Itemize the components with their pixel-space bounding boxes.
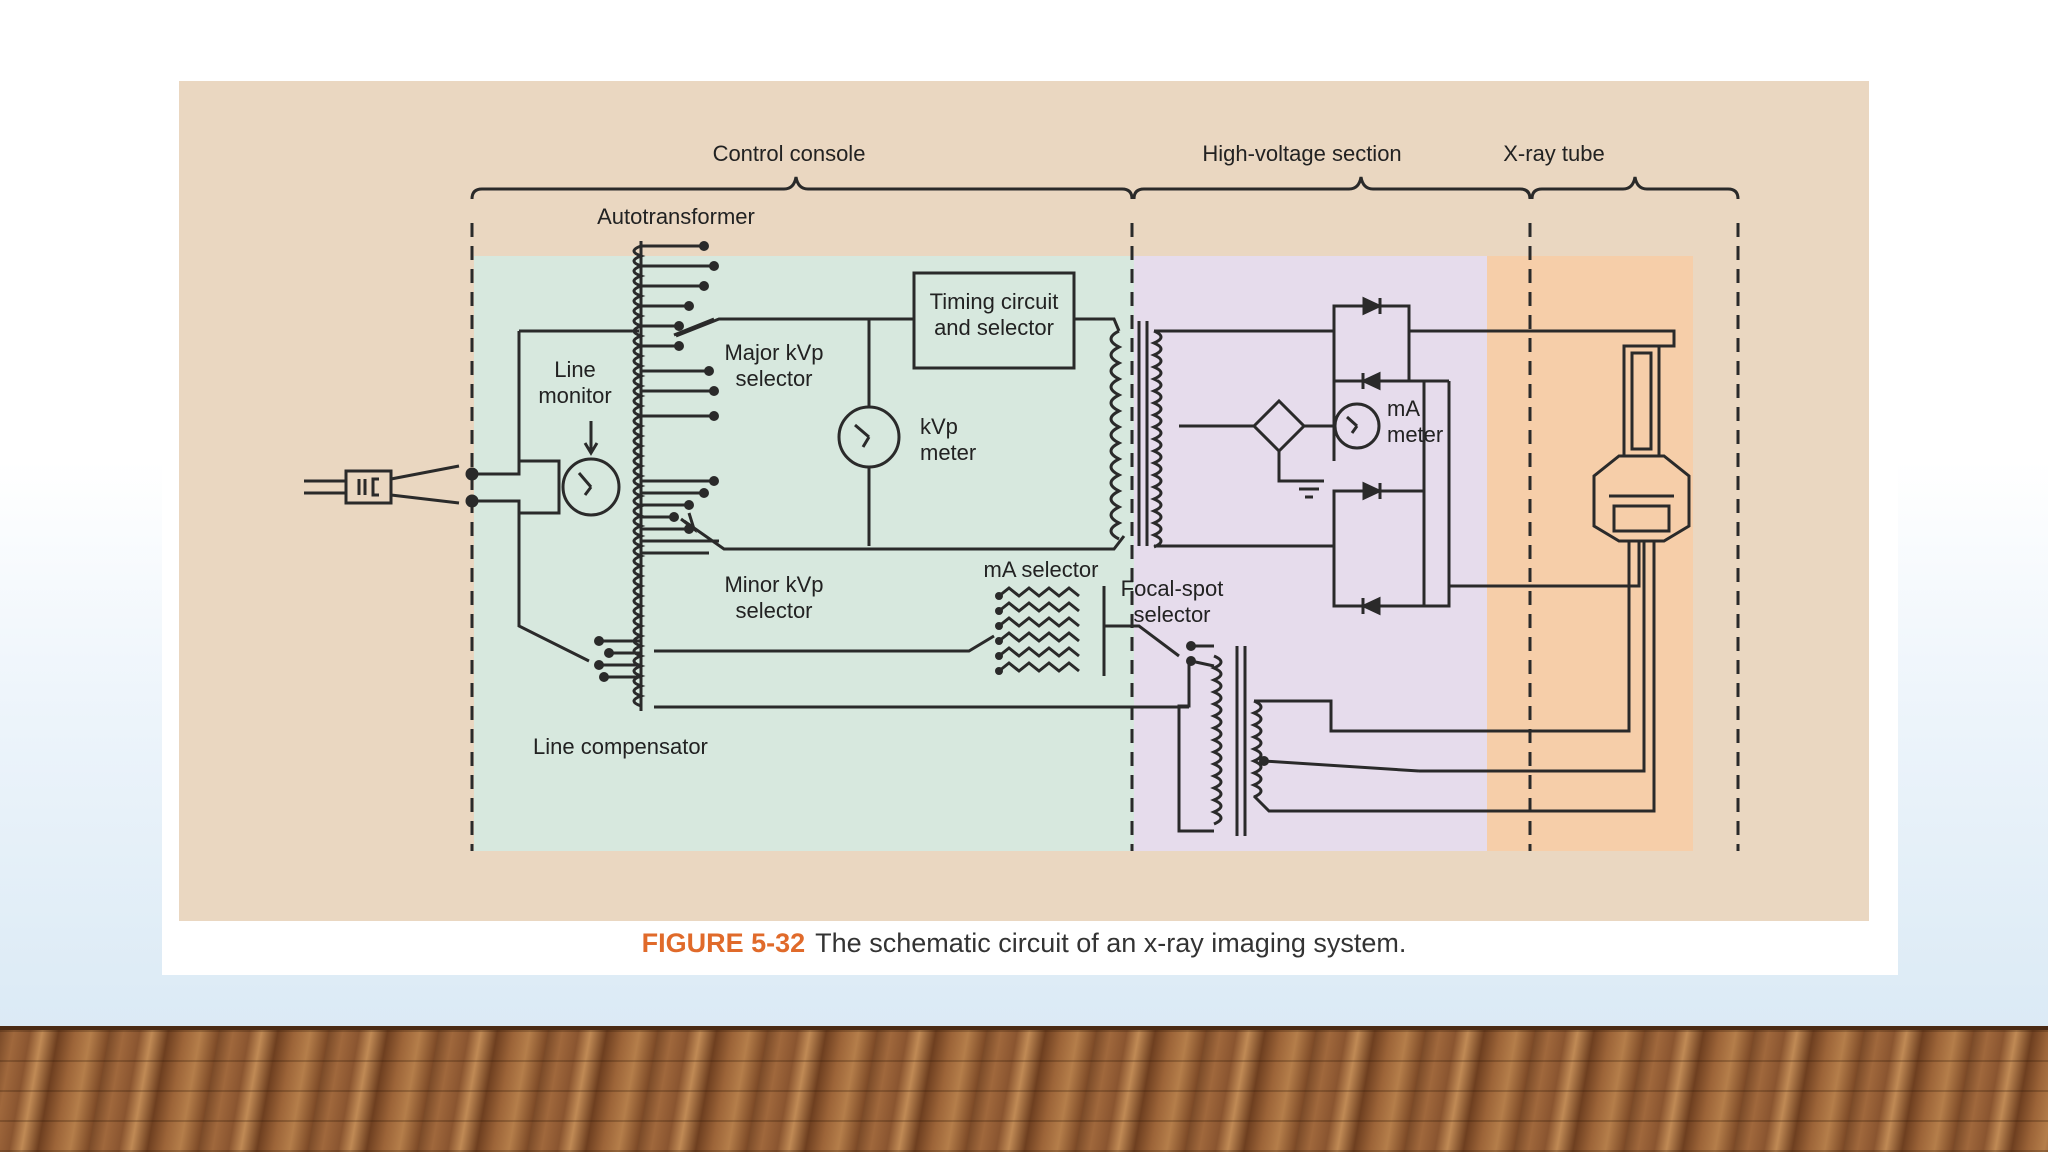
label-line-monitor-line1: Line [554,357,596,382]
autotransformer-coil-icon [632,241,646,711]
brace-xray-tube [1530,176,1740,200]
section-label-high-voltage: High-voltage section [1202,141,1401,166]
wooden-floor-background [0,1030,2048,1152]
plug-icon [304,464,460,505]
hv-primary-coil-icon [1109,321,1163,549]
line-compensator-taps [599,639,641,679]
label-timing-line1: Timing circuit [930,289,1059,314]
xray-circuit-diagram: Control console High-voltage section X-r… [179,81,1869,921]
high-voltage-region [1134,256,1487,851]
brace-high-voltage [1132,176,1532,200]
label-ma-meter-line2: meter [1387,422,1443,447]
ground-icon [1294,479,1324,499]
label-major-kvp-line2: selector [735,366,812,391]
label-line-monitor-line2: monitor [538,383,611,408]
ma-selector-resistors [998,586,1106,676]
major-kvp-taps [641,244,714,418]
label-ma-selector: mA selector [984,557,1099,582]
label-major-kvp-line1: Major kVp [724,340,823,365]
label-timing-line2: and selector [934,315,1054,340]
section-label-xray-tube: X-ray tube [1503,141,1605,166]
label-autotransformer: Autotransformer [597,204,755,229]
label-focal-spot-line1: Focal-spot [1121,576,1224,601]
diode-icon [1360,296,1383,616]
section-dividers [470,223,1740,851]
label-kvp-meter-line1: kVp [920,414,958,439]
minor-kvp-taps [641,479,719,555]
brace-control-console [470,176,1134,200]
timing-circuit-box [912,271,1076,370]
label-ma-meter-line1: mA [1387,396,1420,421]
label-minor-kvp-line2: selector [735,598,812,623]
label-minor-kvp-line1: Minor kVp [724,572,823,597]
label-line-compensator: Line compensator [533,734,708,759]
figure-caption-text: The schematic circuit of an x-ray imagin… [815,928,1407,958]
xray-tube-icon [1592,344,1691,543]
contact-dots [594,241,1269,766]
label-kvp-meter-line2: meter [920,440,976,465]
filament-transformer-icon [1210,646,1263,836]
section-label-control-console: Control console [713,141,866,166]
floor-edge [0,1026,2048,1032]
label-focal-spot-line2: selector [1133,602,1210,627]
figure-number: FIGURE 5-32 [641,928,806,958]
figure-caption: FIGURE 5-32 The schematic circuit of an x… [0,928,2048,959]
